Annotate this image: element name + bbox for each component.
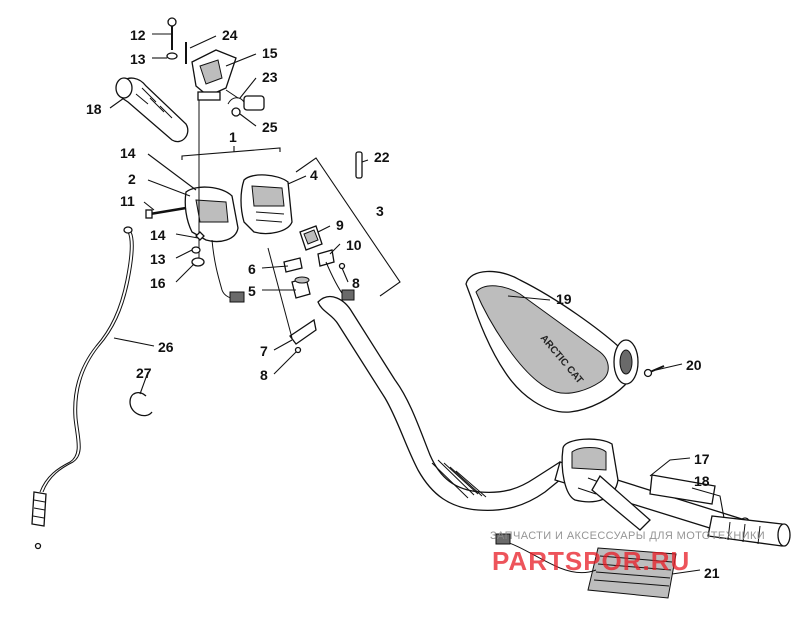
callout-numbers: 12 13 24 15 23 25 18 1 14 2 11 14 13 16 … bbox=[86, 27, 720, 581]
callout-15: 15 bbox=[262, 45, 278, 61]
left-wire-harness bbox=[211, 239, 245, 303]
callout-13-bottom: 13 bbox=[150, 251, 166, 267]
group-bracket-3 bbox=[295, 157, 401, 297]
callout-13: 13 bbox=[130, 51, 146, 67]
kill-switch-9-10 bbox=[299, 225, 355, 301]
callout-4: 4 bbox=[310, 167, 318, 183]
callout-8-bottom: 8 bbox=[260, 367, 268, 383]
left-grip bbox=[115, 77, 189, 143]
watermark-tagline: ЗАПЧАСТИ И АКСЕССУАРЫ ДЛЯ МОТОТЕХНИКИ bbox=[490, 530, 765, 542]
callout-16: 16 bbox=[150, 275, 166, 291]
retaining-ring-27 bbox=[129, 391, 153, 417]
callout-21: 21 bbox=[704, 565, 720, 581]
callout-2: 2 bbox=[128, 171, 136, 187]
hand-guard: ARCTIC CAT bbox=[465, 270, 639, 413]
callout-17: 17 bbox=[694, 451, 710, 467]
callout-18-right: 18 bbox=[694, 473, 710, 489]
callout-22: 22 bbox=[374, 149, 390, 165]
callout-7: 7 bbox=[260, 343, 268, 359]
callout-5: 5 bbox=[248, 283, 256, 299]
brake-lever-bracket bbox=[191, 49, 237, 260]
grip-heater-pad bbox=[495, 533, 677, 599]
group-bracket-1 bbox=[181, 146, 281, 160]
spring-6 bbox=[283, 257, 303, 273]
callout-27: 27 bbox=[136, 365, 152, 381]
callout-10: 10 bbox=[346, 237, 362, 253]
left-switch-housing bbox=[184, 174, 293, 243]
bracket-7 bbox=[267, 247, 317, 354]
callout-12: 12 bbox=[130, 27, 146, 43]
throttle-cable bbox=[31, 226, 134, 550]
screw-20 bbox=[643, 365, 665, 378]
screw-11 bbox=[145, 206, 187, 219]
callout-3: 3 bbox=[376, 203, 384, 219]
plunger-5 bbox=[291, 276, 311, 299]
callout-23: 23 bbox=[262, 69, 278, 85]
right-grip bbox=[649, 474, 791, 547]
callout-14-bottom: 14 bbox=[150, 227, 166, 243]
callout-20: 20 bbox=[686, 357, 702, 373]
washer-13-top bbox=[166, 52, 178, 60]
callout-25: 25 bbox=[262, 119, 278, 135]
callout-24: 24 bbox=[222, 27, 238, 43]
watermark-logo: PARTSPOR.RU bbox=[492, 546, 690, 576]
callout-1: 1 bbox=[229, 129, 237, 145]
throttle-housing bbox=[561, 438, 651, 531]
callout-18-left: 18 bbox=[86, 101, 102, 117]
callout-19: 19 bbox=[556, 291, 572, 307]
callout-8-right: 8 bbox=[352, 275, 360, 291]
callout-14-top: 14 bbox=[120, 145, 136, 161]
watermark: ЗАПЧАСТИ И АКСЕССУАРЫ ДЛЯ МОТОТЕХНИКИ PA… bbox=[490, 530, 765, 576]
switch-23-25 bbox=[225, 89, 265, 117]
leader-lines bbox=[109, 33, 725, 575]
callout-6: 6 bbox=[248, 261, 256, 277]
bolt-12 bbox=[167, 17, 177, 50]
pin-22 bbox=[355, 151, 363, 179]
callout-9: 9 bbox=[336, 217, 344, 233]
callout-26: 26 bbox=[158, 339, 174, 355]
callout-11: 11 bbox=[120, 193, 135, 209]
